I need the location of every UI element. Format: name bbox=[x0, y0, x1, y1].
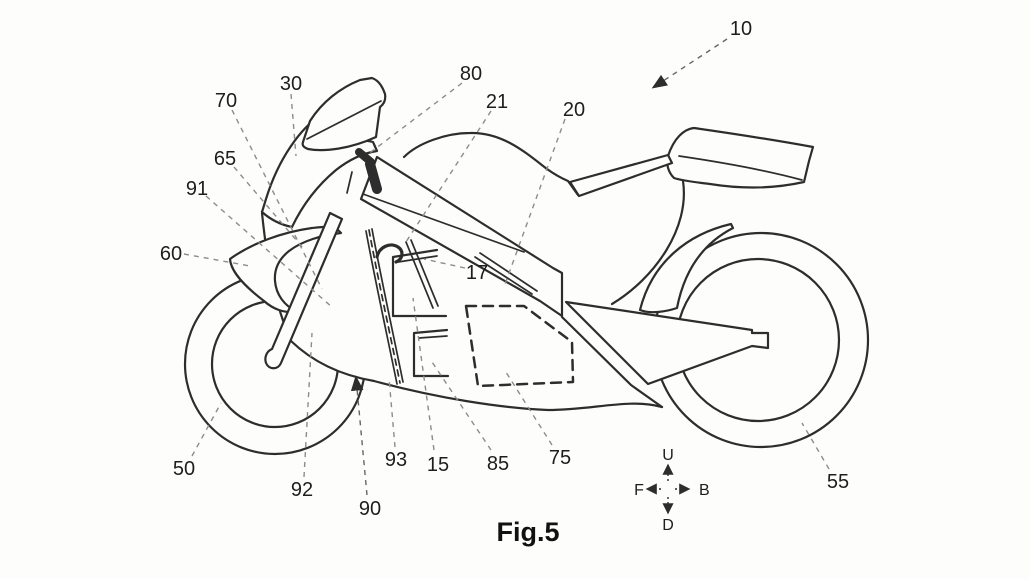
louver-strip-right-2 bbox=[410, 239, 439, 307]
frame-beam-strip-line-1 bbox=[479, 252, 538, 292]
tail-side-panel-edge bbox=[610, 179, 685, 306]
handlebar-grip bbox=[365, 159, 382, 194]
windscreen-crease-line bbox=[306, 100, 382, 140]
ref-numeral-55: 55 bbox=[827, 471, 849, 493]
figure-caption: Fig.5 bbox=[496, 517, 559, 547]
side-fairing-wheel-arch bbox=[289, 339, 376, 383]
ref-numeral-20: 20 bbox=[563, 99, 585, 121]
air-duct-upper-outline bbox=[391, 248, 448, 318]
ref-numeral-70: 70 bbox=[215, 90, 237, 112]
ref-numeral-75: 75 bbox=[549, 447, 571, 469]
front-fender bbox=[228, 225, 343, 313]
seat-rail-strip bbox=[568, 153, 674, 198]
bracket-hook-17 bbox=[375, 243, 404, 264]
leader-line-50 bbox=[191, 402, 222, 457]
compass-down-label: D bbox=[662, 517, 674, 534]
ref-numeral-60: 60 bbox=[160, 243, 182, 265]
ref-numeral-17: 17 bbox=[466, 262, 488, 284]
leader-line-17 bbox=[423, 258, 466, 269]
windscreen bbox=[301, 76, 387, 152]
air-duct-upper bbox=[391, 248, 448, 318]
seat-divider-line bbox=[678, 155, 803, 181]
ref-numeral-91: 91 bbox=[186, 178, 208, 200]
ref-numeral-21: 21 bbox=[486, 91, 508, 113]
hidden-component-box-75 bbox=[464, 304, 575, 388]
leader-line-30 bbox=[290, 93, 297, 157]
direction-compass: U D F B bbox=[634, 447, 710, 534]
leader-line-55 bbox=[801, 422, 830, 470]
fuel-tank-fill bbox=[404, 132, 568, 205]
leader-line-93 bbox=[388, 377, 396, 448]
motorcycle-drawing bbox=[183, 76, 870, 456]
leader-line-85 bbox=[429, 358, 492, 451]
ref-numeral-15: 15 bbox=[427, 454, 449, 476]
handlebar-assembly bbox=[346, 148, 382, 194]
brake-lever bbox=[346, 171, 353, 194]
leader-line-10 bbox=[651, 38, 728, 89]
leader-line-91 bbox=[205, 195, 334, 309]
louver-line-outer bbox=[365, 230, 398, 385]
frame-main-beam bbox=[359, 155, 564, 318]
air-duct-lower bbox=[412, 328, 450, 378]
leader-line-92 bbox=[303, 332, 313, 478]
front-fork bbox=[264, 211, 344, 370]
leader-line-75 bbox=[503, 368, 553, 446]
compass-back-label: B bbox=[699, 482, 710, 499]
ref-numeral-30: 30 bbox=[280, 73, 302, 95]
swingarm bbox=[564, 300, 770, 386]
leader-line-90 bbox=[350, 375, 368, 496]
louver-strip-right-1 bbox=[405, 241, 434, 309]
air-duct-lower-outline bbox=[412, 328, 450, 378]
ref-numeral-80: 80 bbox=[460, 63, 482, 85]
leader-line-70 bbox=[231, 109, 323, 290]
ref-numeral-65: 65 bbox=[214, 148, 236, 170]
leader-line-21 bbox=[403, 110, 492, 246]
louver-line-inner bbox=[371, 228, 404, 383]
belly-pan-rear-tip bbox=[560, 315, 664, 409]
ref-numeral-50: 50 bbox=[173, 458, 195, 480]
ref-numeral-10: 10 bbox=[730, 18, 752, 40]
ref-numeral-90: 90 bbox=[359, 498, 381, 520]
fairing-louvers bbox=[365, 228, 439, 385]
ref-numeral-93: 93 bbox=[385, 449, 407, 471]
air-duct-upper-inner bbox=[397, 255, 438, 263]
leader-line-60 bbox=[183, 253, 251, 267]
frame-beam-strip-line-2 bbox=[474, 256, 533, 295]
rear-hugger bbox=[638, 222, 735, 314]
frame-beam-inner-line bbox=[362, 193, 525, 253]
compass-up-label: U bbox=[662, 447, 674, 464]
compass-front-label: F bbox=[634, 482, 644, 499]
side-fairing-fill bbox=[262, 157, 662, 410]
ref-numeral-85: 85 bbox=[487, 453, 509, 475]
air-duct-lower-inner bbox=[418, 335, 448, 339]
leader-line-65 bbox=[233, 166, 304, 249]
belly-pan-bottom-edge bbox=[372, 379, 664, 412]
louver-line-dashed bbox=[368, 229, 401, 384]
fuel-tank-top-line bbox=[402, 131, 580, 197]
ref-numeral-92: 92 bbox=[291, 479, 313, 501]
tail-cowl bbox=[666, 126, 815, 189]
